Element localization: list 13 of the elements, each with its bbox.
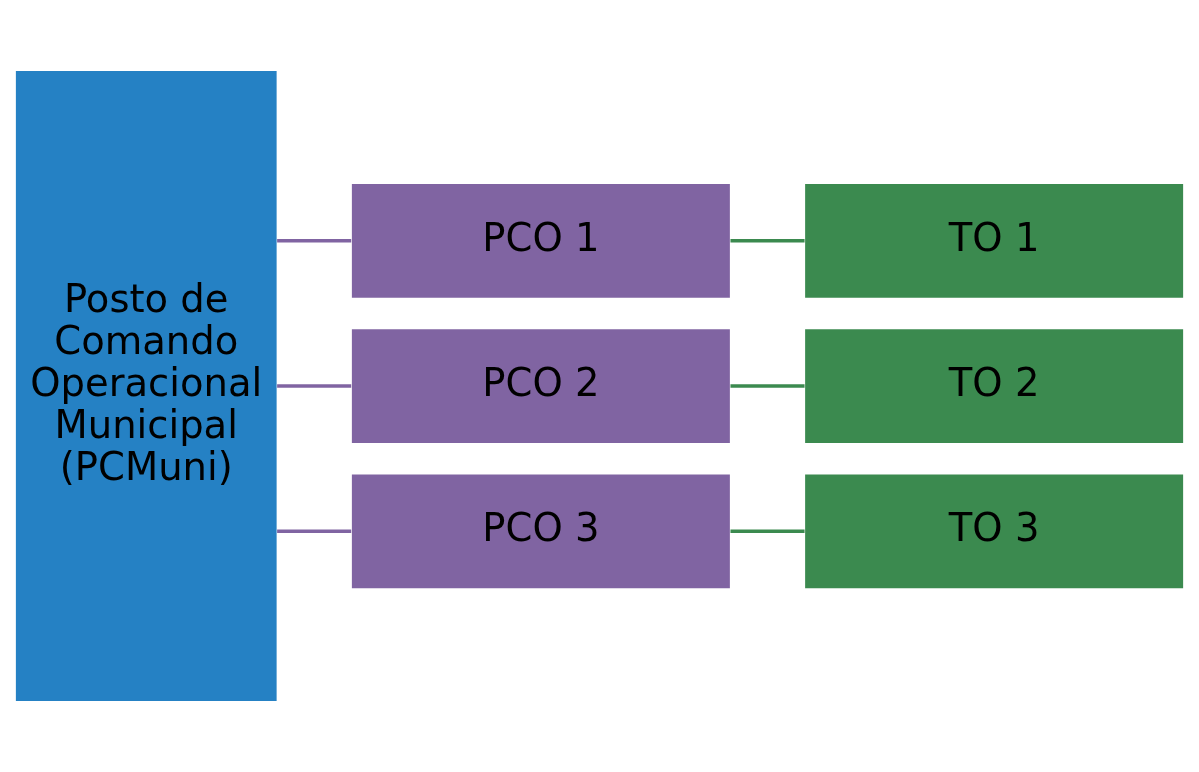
node-box: PCO 2 <box>351 329 730 443</box>
node-box: TO 2 <box>805 329 1184 443</box>
node-box: PCO 3 <box>351 474 730 589</box>
connector <box>730 239 805 243</box>
node-box: TO 1 <box>805 183 1184 298</box>
connector <box>277 384 352 388</box>
connector <box>730 529 805 533</box>
node-box: Posto de Comando Operacional Municipal (PCMuni) <box>15 71 277 701</box>
connector <box>277 529 352 533</box>
node-box: TO 3 <box>805 474 1184 589</box>
connector <box>277 239 352 243</box>
connector <box>730 384 805 388</box>
node-box: PCO 1 <box>351 183 730 298</box>
